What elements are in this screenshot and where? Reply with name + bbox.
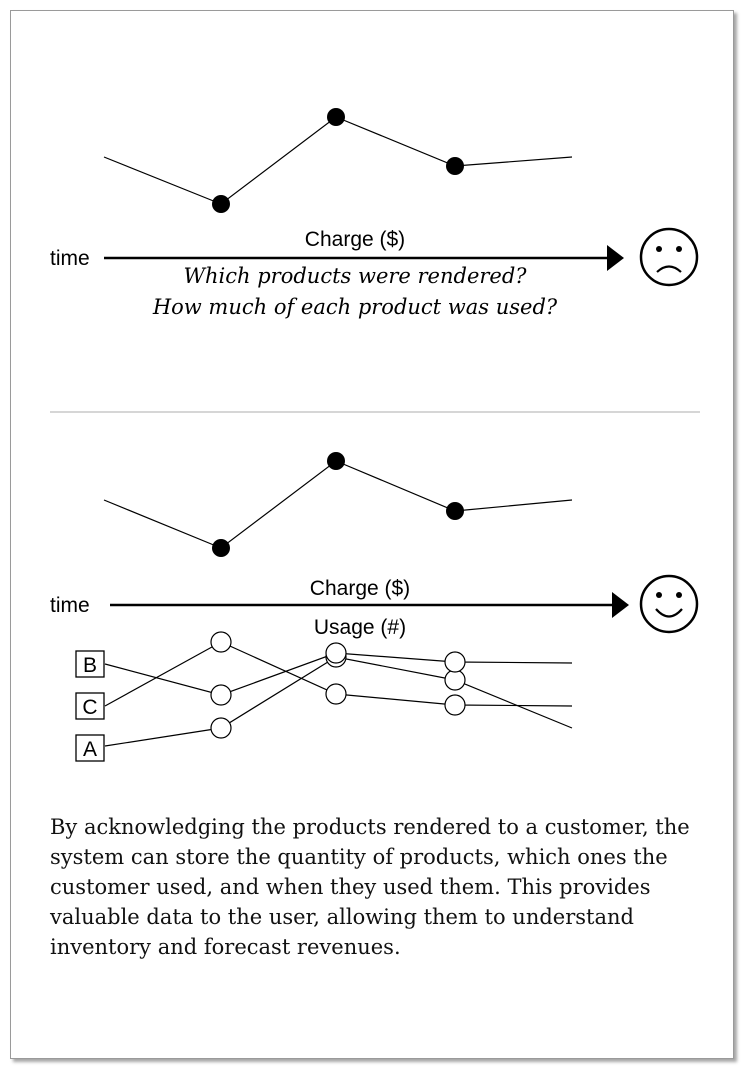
usage-point xyxy=(325,642,347,664)
usage-point xyxy=(210,717,232,739)
top-charge-line xyxy=(103,116,573,205)
question-1: Which products were rendered? xyxy=(183,264,527,288)
usage-label: Usage (#) xyxy=(314,616,406,639)
question-2: How much of each product was used? xyxy=(152,295,558,319)
usage-point xyxy=(325,683,347,705)
product-box-b: B xyxy=(75,650,105,678)
bottom-charge-point xyxy=(446,502,464,520)
usage-points xyxy=(210,631,466,739)
figure-card xyxy=(10,10,734,1059)
caption: By acknowledging the products rendered t… xyxy=(50,815,690,959)
product-label-c: C xyxy=(82,696,97,719)
bottom-time-arrow xyxy=(110,592,629,618)
bottom-charge-series xyxy=(103,452,573,557)
top-charge-point xyxy=(212,195,230,213)
product-box-c: C xyxy=(75,692,105,720)
bottom-charge-label: Charge ($) xyxy=(310,577,410,600)
top-time-arrow xyxy=(104,245,624,271)
frowning-face-icon xyxy=(639,227,699,287)
smiling-face-icon xyxy=(639,574,699,634)
product-box-a: A xyxy=(75,734,105,762)
usage-point xyxy=(210,631,232,653)
usage-point xyxy=(210,684,232,706)
top-charge-point xyxy=(327,108,345,126)
bottom-charge-point xyxy=(212,539,230,557)
usage-point xyxy=(444,669,466,691)
product-label-a: A xyxy=(83,738,97,761)
product-label-b: B xyxy=(83,654,97,677)
bottom-charge-point xyxy=(327,452,345,470)
top-time-label: time xyxy=(50,247,90,270)
bottom-time-label: time xyxy=(50,594,90,617)
top-charge-series xyxy=(103,108,573,213)
usage-point xyxy=(444,651,466,673)
usage-point xyxy=(444,694,466,716)
top-charge-label: Charge ($) xyxy=(305,228,405,251)
bottom-charge-line xyxy=(103,460,573,549)
top-charge-point xyxy=(446,157,464,175)
